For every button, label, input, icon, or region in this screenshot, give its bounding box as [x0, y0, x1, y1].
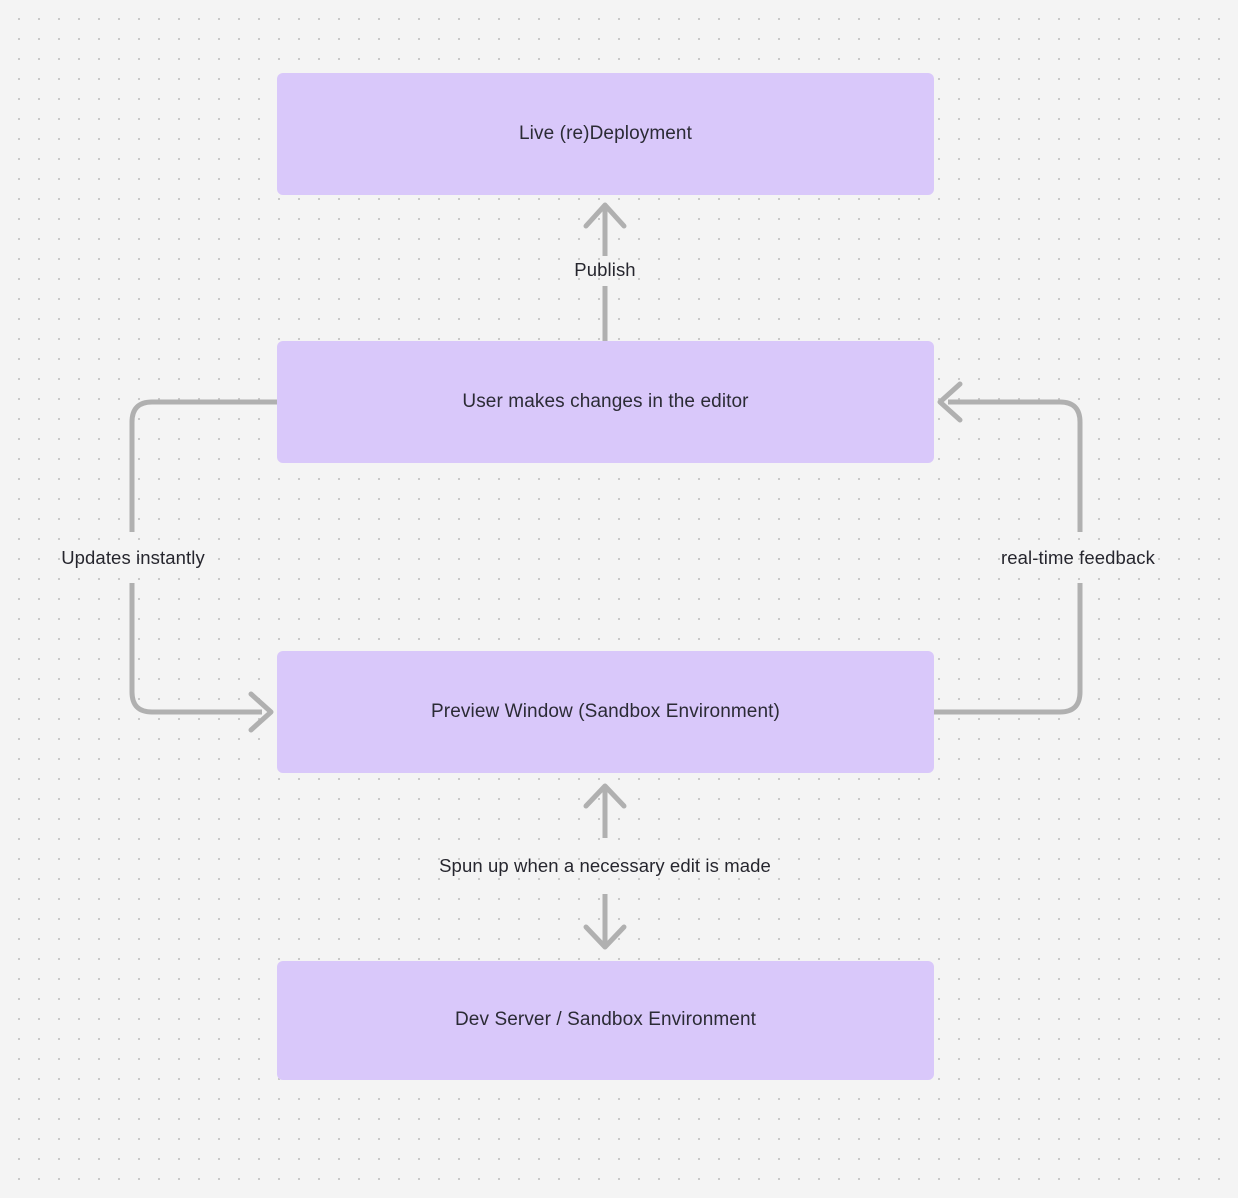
- edge-updates-arrowhead-right: [248, 691, 274, 733]
- edge-label-spun-up: Spun up when a necessary edit is made: [439, 854, 771, 876]
- edge-spun-arrowhead-up: [583, 783, 627, 809]
- edge-updates-line-lower: [129, 583, 262, 715]
- edge-feedback-line-upper: [948, 399, 1083, 532]
- edge-feedback-arrowhead-left: [937, 381, 963, 423]
- node-preview-window[interactable]: Preview Window (Sandbox Environment): [277, 651, 934, 773]
- edge-label-publish: Publish: [574, 258, 636, 280]
- edge-feedback-line-lower: [934, 583, 1083, 715]
- node-live-deployment[interactable]: Live (re)Deployment: [277, 73, 934, 195]
- edge-label-updates-instantly: Updates instantly: [61, 546, 205, 568]
- node-user-makes-changes-label: User makes changes in the editor: [462, 390, 749, 412]
- node-preview-window-label: Preview Window (Sandbox Environment): [431, 700, 780, 722]
- node-user-makes-changes[interactable]: User makes changes in the editor: [277, 341, 934, 463]
- node-dev-server[interactable]: Dev Server / Sandbox Environment: [277, 961, 934, 1080]
- edge-updates-line-upper: [129, 399, 277, 532]
- edge-publish-arrowhead-up: [583, 202, 627, 229]
- edge-spun-arrowhead-down: [583, 924, 627, 950]
- node-dev-server-label: Dev Server / Sandbox Environment: [454, 1009, 756, 1031]
- node-live-deployment-label: Live (re)Deployment: [519, 122, 692, 144]
- edge-label-real-time-feedback: real-time feedback: [1001, 546, 1155, 568]
